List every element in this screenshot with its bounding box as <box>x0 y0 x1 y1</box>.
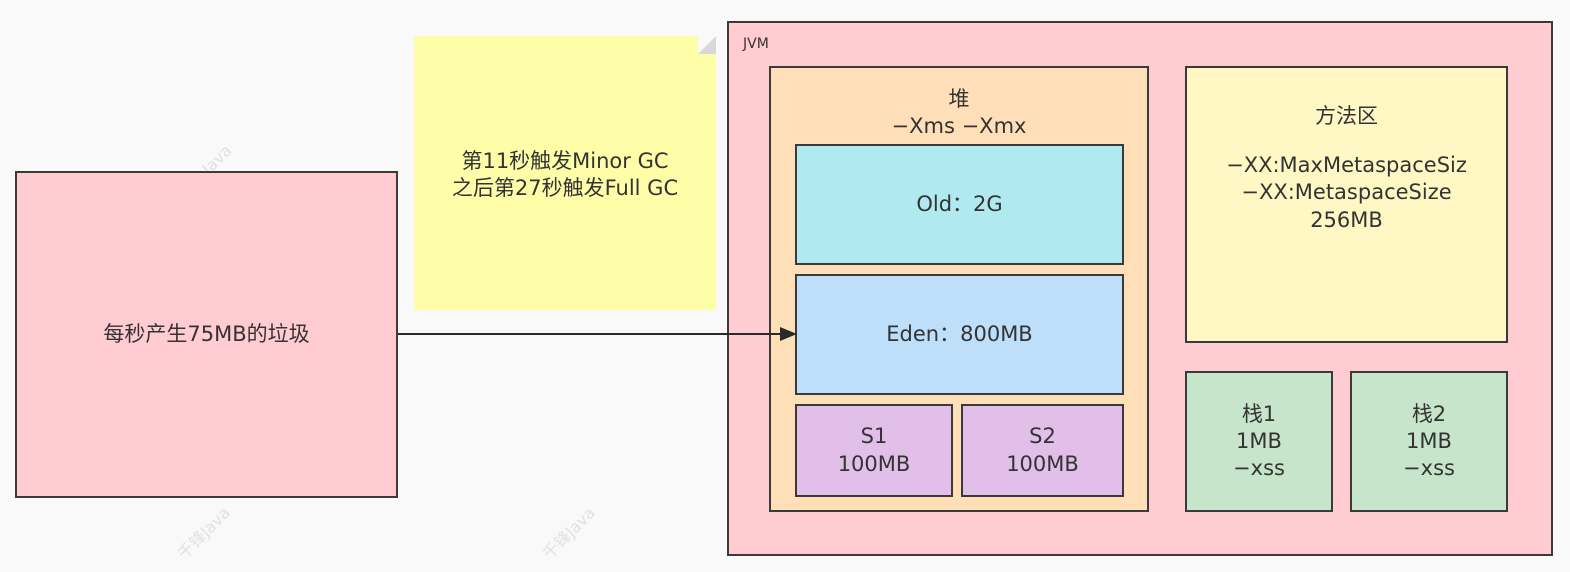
old-gen-label: Old：2G <box>916 191 1003 216</box>
stack-1-name: 栈1 <box>1241 401 1277 426</box>
old-gen-box[interactable]: Old：2G <box>795 144 1124 265</box>
arrow-head-icon <box>780 327 797 341</box>
method-area-line-3: 256MB <box>1310 207 1383 232</box>
stack-2-name: 栈2 <box>1411 401 1447 426</box>
stack-1-box[interactable]: 栈1 1MB −xss <box>1185 371 1333 512</box>
survivor-s1-box[interactable]: S1 100MB <box>795 404 953 497</box>
s2-size: 100MB <box>1006 451 1079 476</box>
s1-size: 100MB <box>837 451 911 476</box>
garbage-source-label: 每秒产生75MB的垃圾 <box>103 321 310 346</box>
method-area-line-1: −XX:MaxMetaspaceSiz <box>1226 153 1467 177</box>
note-fold-icon <box>698 36 716 54</box>
eden-label: Eden：800MB <box>886 321 1033 346</box>
jvm-label: JVM <box>743 36 769 52</box>
sticky-note[interactable]: 第11秒触发Minor GC 之后第27秒触发Full GC <box>414 36 716 310</box>
garbage-source-box[interactable]: 每秒产生75MB的垃圾 <box>15 171 398 498</box>
heap-title-text: 堆 <box>948 87 970 111</box>
note-text: 第11秒触发Minor GC 之后第27秒触发Full GC <box>414 148 716 203</box>
note-line-2: 之后第27秒触发Full GC <box>451 176 679 201</box>
s1-name: S1 <box>860 424 888 449</box>
stack-2-param: −xss <box>1403 456 1455 481</box>
method-area-title: 方法区 <box>1315 104 1378 128</box>
method-area-line-2: −XX:MetaspaceSize <box>1241 180 1452 205</box>
s2-name: S2 <box>1029 424 1056 449</box>
eden-box[interactable]: Eden：800MB <box>795 274 1124 395</box>
method-area-params: −XX:MaxMetaspaceSiz −XX:MetaspaceSize 25… <box>1187 152 1506 234</box>
stack-1-size: 1MB <box>1236 428 1282 453</box>
stack-1-param: −xss <box>1233 456 1285 481</box>
method-area-box[interactable]: 方法区 −XX:MaxMetaspaceSiz −XX:MetaspaceSiz… <box>1185 66 1508 343</box>
heap-title: 堆 −Xms −Xmx <box>771 86 1147 141</box>
survivor-s2-box[interactable]: S2 100MB <box>961 404 1124 497</box>
note-line-1: 第11秒触发Minor GC <box>461 149 669 173</box>
heap-params: −Xms −Xmx <box>891 114 1027 139</box>
stack-2-box[interactable]: 栈2 1MB −xss <box>1350 371 1508 512</box>
stack-2-size: 1MB <box>1406 428 1452 453</box>
